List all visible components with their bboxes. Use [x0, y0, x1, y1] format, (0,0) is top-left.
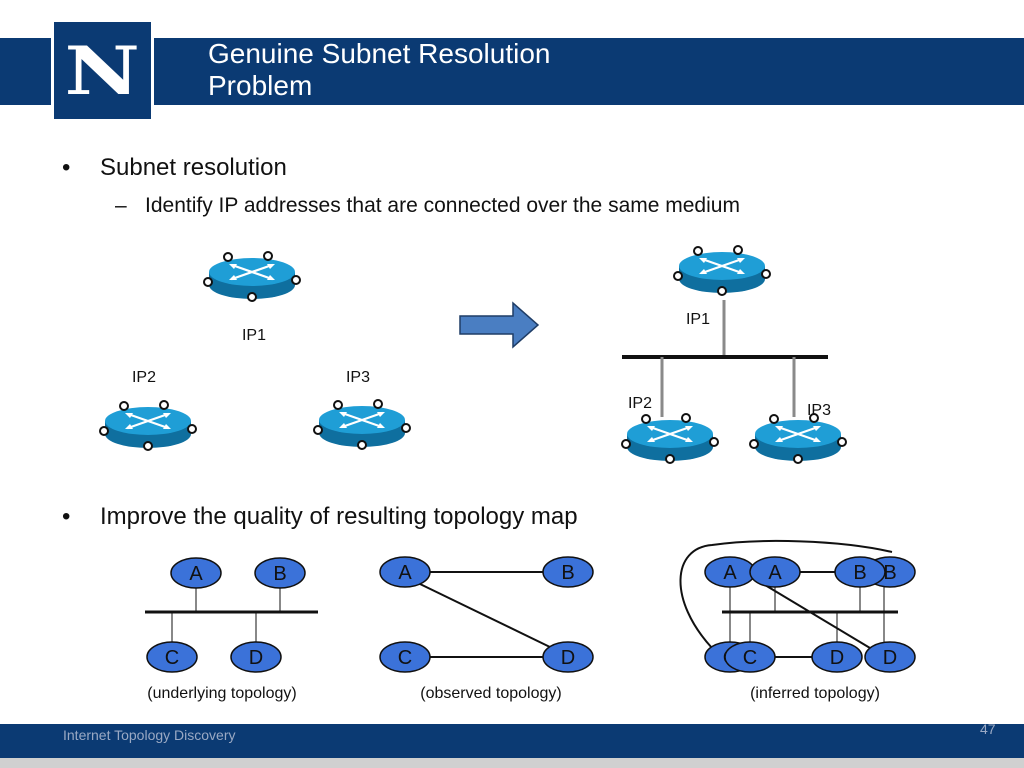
graph1-node-a: A	[170, 557, 222, 589]
graph3-node-a-back: A	[704, 556, 756, 588]
footer-text: Internet Topology Discovery	[63, 727, 236, 743]
caption-underlying-topology: (underlying topology)	[147, 685, 296, 702]
router-icon-ip2-right	[620, 412, 720, 465]
subbullet-identify-ips: – Identify IP addresses that are connect…	[115, 194, 740, 218]
router-icon-ip3	[312, 398, 412, 451]
router-icon-ip2	[98, 399, 198, 452]
svg-text:C: C	[398, 647, 412, 669]
svg-text:D: D	[561, 647, 575, 669]
svg-text:D: D	[883, 647, 897, 669]
bullet-dot: •	[62, 154, 71, 181]
title-bar	[0, 38, 1024, 105]
graph1-node-b: B	[254, 557, 306, 589]
graph1-node-d: D	[230, 641, 282, 673]
subbullet-text: Identify IP addresses that are connected…	[145, 194, 740, 217]
svg-text:A: A	[723, 562, 737, 584]
graph3-edge-ad	[759, 581, 871, 649]
label-ip1-left: IP1	[242, 327, 266, 344]
bullet-subnet-resolution: • Subnet resolution	[62, 154, 287, 182]
label-ip1-right: IP1	[686, 311, 710, 328]
bullet-text: Subnet resolution	[100, 154, 287, 181]
router-icon-ip1-right	[672, 244, 772, 297]
slide-title-line-1: Genuine Subnet Resolution	[208, 38, 551, 69]
graph1-node-c: C	[146, 641, 198, 673]
graph2-node-b: B	[542, 556, 594, 588]
svg-text:C: C	[743, 647, 757, 669]
graph3-node-d: D	[811, 641, 863, 673]
footer-bar	[0, 724, 1024, 758]
bullet-dot: •	[62, 503, 71, 530]
svg-text:C: C	[165, 647, 179, 669]
logo-background: N	[54, 22, 151, 119]
graph2-node-d: D	[542, 641, 594, 673]
svg-text:D: D	[830, 647, 844, 669]
svg-text:A: A	[189, 563, 203, 585]
label-ip3-left: IP3	[346, 369, 370, 386]
svg-text:D: D	[249, 647, 263, 669]
graph3-node-a: A	[749, 556, 801, 588]
graph3-node-c: C	[724, 641, 776, 673]
label-ip2-right: IP2	[628, 395, 652, 412]
svg-text:A: A	[398, 562, 412, 584]
svg-text:A: A	[768, 562, 782, 584]
page-number: 47	[980, 721, 996, 737]
logo-letter: N	[64, 31, 141, 110]
svg-text:B: B	[883, 562, 896, 584]
graph3-node-d-back: D	[864, 641, 916, 673]
svg-text:B: B	[561, 562, 574, 584]
slide-title-line-2: Problem	[208, 70, 313, 101]
graph2-node-c: C	[379, 641, 431, 673]
graph2-edge-ad	[419, 583, 553, 649]
graph3-outer-loop	[679, 539, 893, 649]
router-icon-ip3-right	[748, 412, 848, 465]
svg-text:B: B	[273, 563, 286, 585]
bullet-improve-quality: • Improve the quality of resulting topol…	[62, 503, 578, 531]
caption-observed-topology: (observed topology)	[420, 685, 561, 702]
bullet-text: Improve the quality of resulting topolog…	[100, 503, 578, 530]
svg-text:B: B	[853, 562, 866, 584]
university-logo: N	[51, 19, 154, 122]
label-ip2-left: IP2	[132, 369, 156, 386]
arrow-icon	[459, 301, 540, 349]
footer-strip	[0, 758, 1024, 768]
graph2-node-a: A	[379, 556, 431, 588]
caption-inferred-topology: (inferred topology)	[750, 685, 880, 702]
router-icon-ip1	[202, 250, 302, 303]
subbullet-dash: –	[115, 194, 127, 217]
slide-title: Genuine Subnet Resolution Problem	[208, 38, 550, 102]
graph3-node-b: B	[834, 556, 886, 588]
